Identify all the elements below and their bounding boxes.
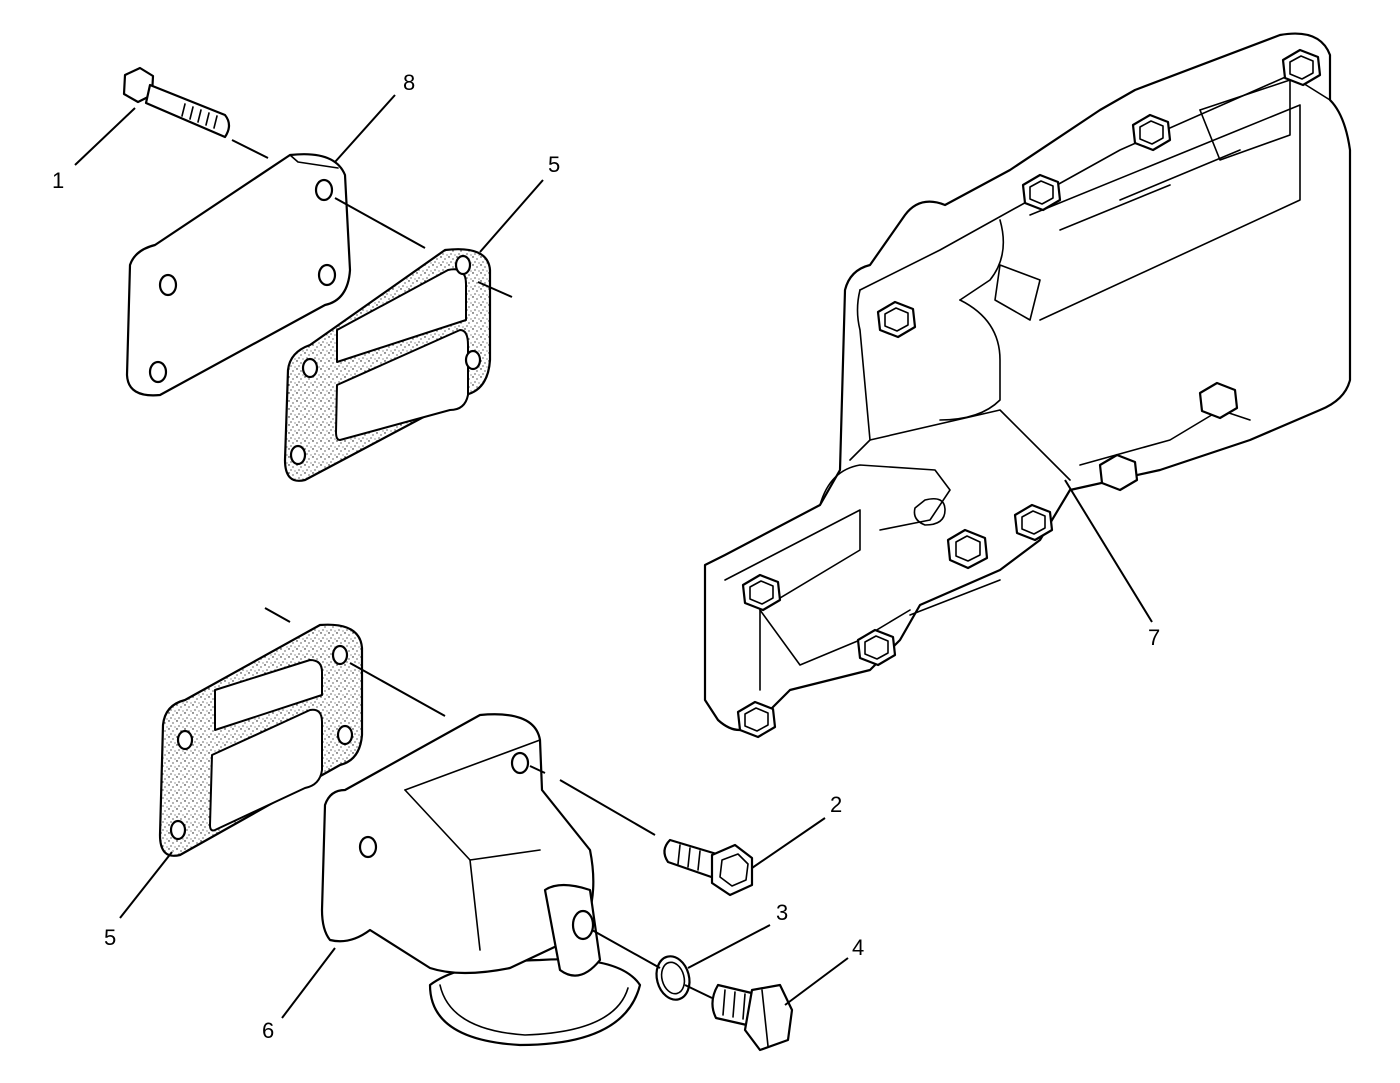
- callout-2: 2: [830, 792, 842, 817]
- part-3-o-ring: [655, 955, 691, 1001]
- housing-bolt: [876, 300, 917, 339]
- callout-6: 6: [262, 1018, 274, 1043]
- callout-5-lower: 5: [104, 925, 116, 950]
- callout-labels: 1 2 3 4 5 5 6 7 8: [52, 70, 1160, 1043]
- housing-bolt: [1013, 503, 1054, 542]
- assembly-guide-lines: [231, 139, 713, 999]
- part-8-cover-plate: [125, 153, 352, 397]
- housing-bolt: [946, 528, 989, 570]
- housing-bolt: [856, 628, 897, 667]
- callout-5-upper: 5: [548, 152, 560, 177]
- callout-8: 8: [403, 70, 415, 95]
- callout-7: 7: [1148, 625, 1160, 650]
- part-4-plug: [711, 983, 794, 1052]
- part-1-bolt: [122, 66, 231, 139]
- housing-bolt: [1281, 48, 1322, 87]
- housing-bolt: [1021, 173, 1062, 212]
- callout-4: 4: [852, 935, 864, 960]
- part-5-gasket-upper: [283, 248, 492, 482]
- housing-bolt: [736, 700, 777, 739]
- housing-bolt: [1131, 113, 1172, 152]
- housing-bolt: [741, 573, 782, 612]
- callout-1: 1: [52, 168, 64, 193]
- callout-3: 3: [776, 900, 788, 925]
- part-6-filter-base: [320, 713, 642, 1047]
- part-2-bolt: [663, 838, 754, 897]
- part-7-cooler-housing: [703, 32, 1352, 739]
- housing-bolt: [1198, 381, 1239, 420]
- leader-lines: [74, 94, 1153, 1019]
- part-5-gasket-lower: [158, 623, 364, 857]
- housing-bolt: [1098, 453, 1139, 492]
